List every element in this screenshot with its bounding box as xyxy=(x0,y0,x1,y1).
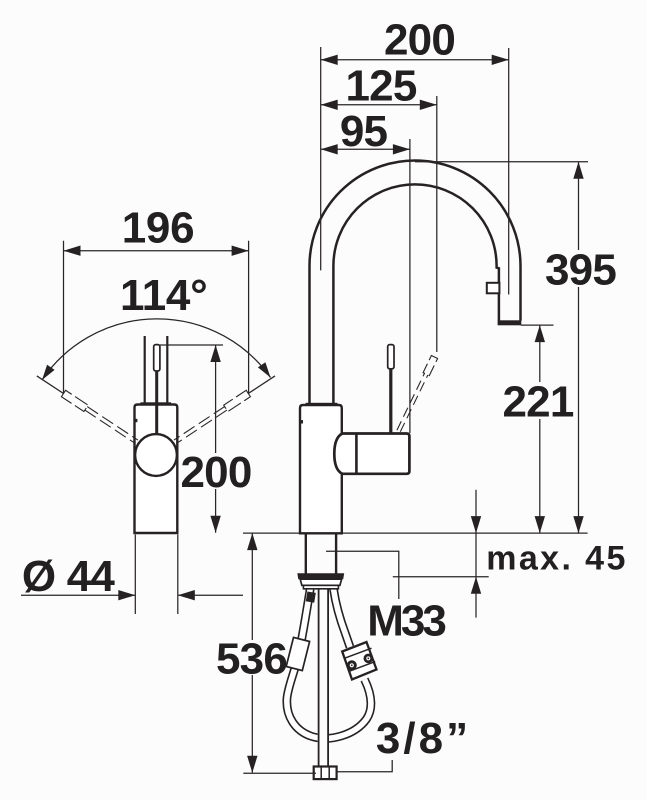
svg-text:196: 196 xyxy=(122,203,195,252)
svg-text:M33: M33 xyxy=(367,597,445,646)
svg-text:536: 536 xyxy=(216,635,287,684)
svg-text:max. 45: max. 45 xyxy=(486,540,628,578)
svg-text:221: 221 xyxy=(502,378,573,427)
svg-text:3/8”: 3/8” xyxy=(376,714,471,763)
svg-text:200: 200 xyxy=(384,16,455,65)
svg-text:95: 95 xyxy=(340,107,388,156)
svg-text:114°: 114° xyxy=(120,271,207,320)
svg-text:395: 395 xyxy=(545,246,616,295)
svg-text:200: 200 xyxy=(180,448,251,497)
svg-text:Ø 44: Ø 44 xyxy=(22,552,116,601)
svg-text:125: 125 xyxy=(345,61,416,110)
